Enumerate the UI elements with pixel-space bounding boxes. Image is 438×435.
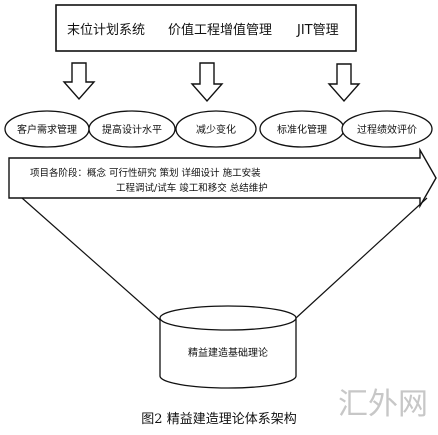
down-arrow-right xyxy=(327,63,361,103)
phases-line-2: 工程调试/试车 竣工和移交 总结维护 xyxy=(116,182,268,194)
ellipse-label-process-performance: 过程绩效评价 xyxy=(357,123,417,136)
funnel-line-right xyxy=(295,197,428,319)
project-phases-arrow xyxy=(8,147,437,209)
ellipse-design-level xyxy=(88,110,176,148)
ellipse-label-customer-demand: 客户需求管理 xyxy=(17,123,77,136)
figure-caption: 图2 精益建造理论体系架构 xyxy=(141,412,297,427)
ellipse-label-design-level: 提高设计水平 xyxy=(102,123,162,136)
foundation-label: 精益建造基础理论 xyxy=(188,346,268,359)
top-item-last-planner: 末位计划系统 xyxy=(67,23,145,38)
ellipse-label-reduce-variation: 减少变化 xyxy=(196,123,236,136)
top-box xyxy=(55,4,357,52)
watermark: 汇外网 xyxy=(338,387,428,422)
down-arrow-middle xyxy=(190,62,224,103)
funnel-line-left xyxy=(21,197,161,321)
ellipse-label-standardization: 标准化管理 xyxy=(277,123,327,136)
down-arrow-left xyxy=(62,62,96,101)
ellipse-process-performance xyxy=(341,110,433,148)
phases-line-1: 项目各阶段：概念 可行性研究 策划 详细设计 施工安装 xyxy=(30,167,261,179)
top-item-jit: JIT管理 xyxy=(296,23,339,38)
foundation-cylinder-top xyxy=(159,305,297,331)
ellipse-reduce-variation xyxy=(175,110,257,148)
foundation-cylinder-body xyxy=(159,318,297,389)
top-item-value-engineering: 价值工程增值管理 xyxy=(168,22,272,38)
